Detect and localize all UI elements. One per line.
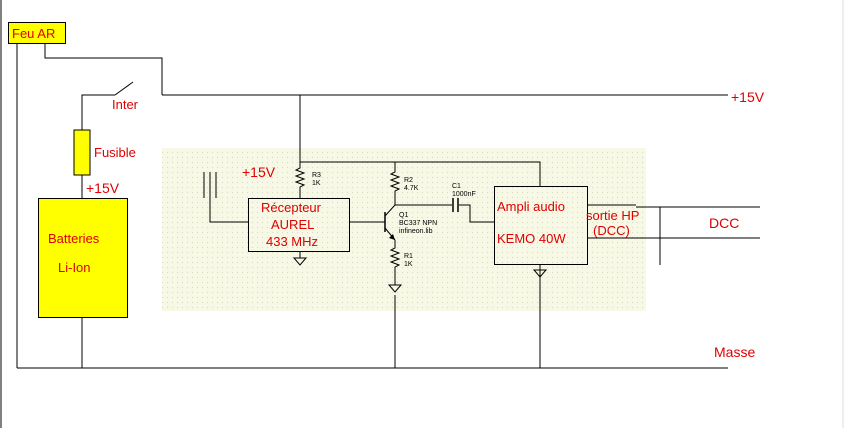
r3-name: R3 — [312, 172, 321, 179]
r2-value: 4.7K — [404, 185, 419, 192]
ground-q1-symbol — [387, 284, 403, 293]
amplifier-module: Ampli audio KEMO 40W — [494, 186, 588, 265]
ground-ampli-symbol — [532, 269, 548, 278]
fusible-label: Fusible — [94, 145, 136, 160]
q1-lib: infineon.lib — [399, 228, 433, 235]
fuse-body — [73, 129, 91, 176]
r1-name: R1 — [404, 253, 413, 260]
plus15-battery-label: +15V — [86, 180, 120, 196]
plus15-board-label: +15V — [242, 164, 276, 180]
receiver-label-line3: 433 MHz — [266, 234, 319, 249]
battery-label-line2: Li-Ion — [58, 260, 91, 275]
r2-name: R2 — [404, 177, 413, 184]
amplifier-label-line1: Ampli audio — [497, 199, 565, 214]
receiver-label-line1: Récepteur — [261, 200, 321, 215]
receiver-module: Récepteur AUREL 433 MHz — [248, 198, 350, 252]
c1-value: 1000nF — [452, 191, 476, 198]
ground-receiver-symbol — [292, 257, 308, 266]
q1-name: Q1 — [399, 212, 409, 219]
sortie-label-line2: (DCC) — [593, 223, 630, 238]
amplifier-label-line2: KEMO 40W — [497, 231, 566, 246]
feu-ar-lamp: Feu AR — [8, 22, 66, 44]
r1-value: 1K — [404, 261, 413, 268]
inter-label: Inter — [112, 97, 139, 112]
battery-pack: Batteries Li-Ion — [38, 198, 128, 318]
receiver-label-line2: AUREL — [271, 217, 315, 232]
wire-board-plus15 — [300, 161, 541, 186]
q1-collector — [384, 204, 396, 217]
masse-label: Masse — [714, 344, 756, 360]
wire-antenna-to-receiver — [209, 198, 248, 223]
sortie-label-line1: sortie HP — [586, 208, 640, 223]
r3-value: 1K — [312, 180, 321, 187]
dcc-label: DCC — [709, 215, 740, 231]
r3-resistor — [294, 162, 306, 198]
wire-c1-to-ampli — [459, 204, 494, 223]
battery-label-line1: Batteries — [48, 231, 100, 246]
wire-feu-to-switch — [44, 44, 163, 95]
plus15-top-label: +15V — [731, 89, 765, 105]
board-area — [162, 148, 646, 311]
c1-name: C1 — [452, 183, 461, 190]
q1-part: BC337 NPN — [399, 220, 438, 227]
r2-resistor — [389, 162, 401, 205]
switch-blade — [114, 81, 134, 96]
q1-emitter-arrow — [389, 234, 395, 240]
feu-ar-label: Feu AR — [12, 26, 56, 41]
r1-resistor — [389, 240, 401, 285]
